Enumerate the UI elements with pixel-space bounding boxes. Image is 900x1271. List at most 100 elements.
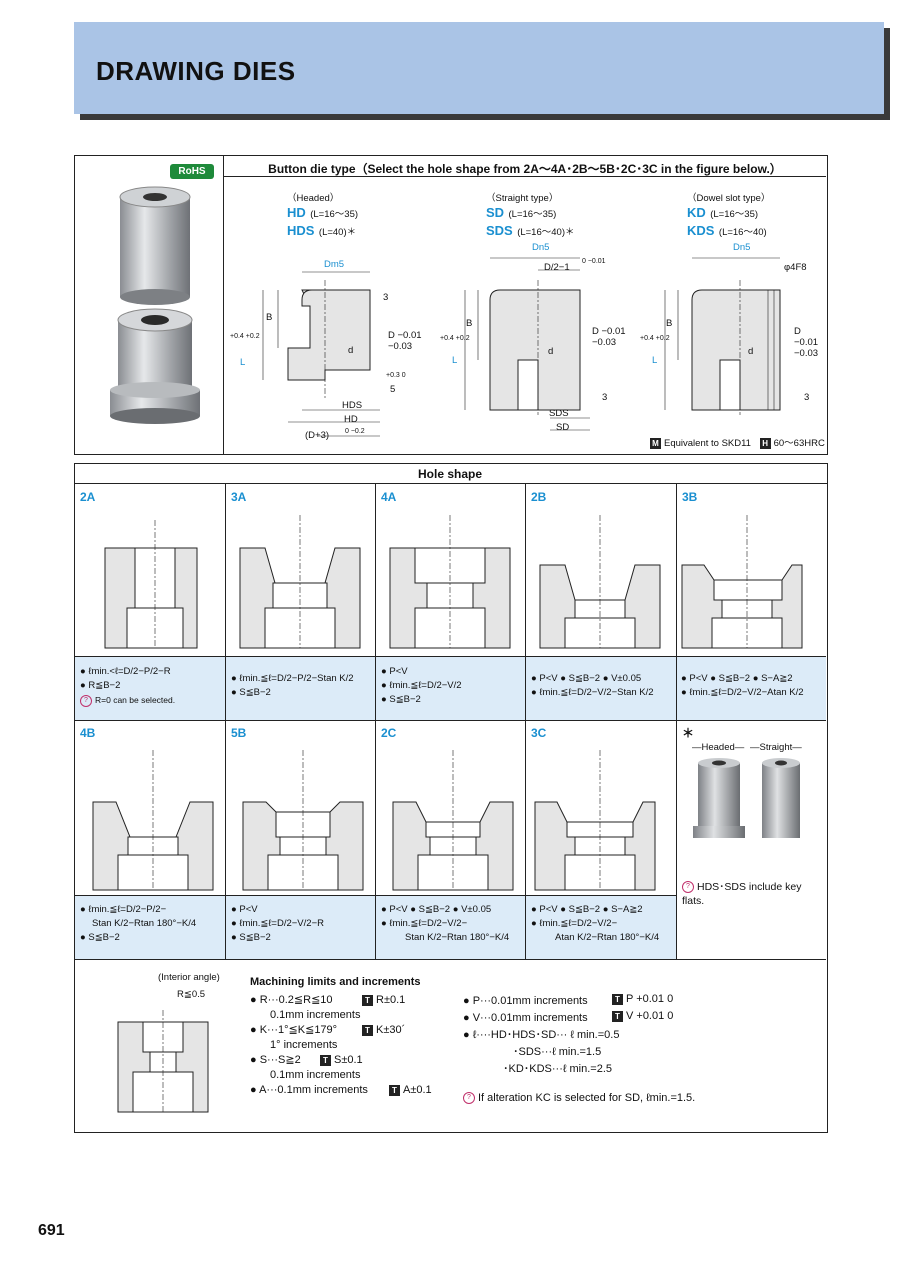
interior-angle-label: (Interior angle) [158,972,220,983]
machining-k: ● K···1°≦K≦179° [250,1024,338,1036]
kd-drawing [664,257,781,415]
type-kd-label: （Dowel slot type） [687,193,771,204]
shape-5b-id: 5B [231,726,247,740]
hd-ltol: +0.4 +0.2 [230,333,260,340]
kd-b: B [666,318,673,329]
shape-3c-notes: ● P<V ● S≦B−2 ● S−A≧2 ● ℓmin.≦ℓ=D/2−V/2−… [531,903,674,945]
shape-2b-note-1: ● P<V ● S≦B−2 ● V±0.05 [531,673,642,684]
type-hd: （Headed） HD (L=16～35) HDS (L=40)＊ [287,190,427,240]
shape-3a-note-1: ● ℓmin.≦ℓ=D/2−P/2−Stan K/2 [231,673,354,684]
machining-k-inc: 1° increments [270,1039,338,1051]
hd-b: B [266,312,273,323]
type-hds-code: HDS [287,223,315,238]
header-banner: DRAWING DIES [74,22,884,114]
sd-d: d [548,346,554,357]
machining-a: ● A···0.1mm increments [250,1084,368,1096]
machining-title: Machining limits and increments [250,976,421,988]
sd-drawing [464,257,590,431]
shape-2b-id: 2B [531,490,547,504]
shape-2c-note-1: ● P<V ● S≦B−2 ● V±0.05 [381,904,492,915]
pin-icon: ? [80,694,92,707]
shape-3a-drawing [239,515,361,649]
shape-4a-notes: ● P<V ● ℓmin.≦ℓ=D/2−V/2 ● S≦B−2 [381,665,523,707]
hd-dtol: D −0.01 −0.03 [388,330,422,352]
shape-2a-notes: ● ℓmin.<ℓ=D/2−P/2−R ● R≦B−2 ?R=0 can be … [80,665,222,707]
type-kd-code: KD [687,205,706,220]
shape-2a-drawing [104,520,198,649]
hole-caption-divider [74,483,827,484]
shape-2c-note-2: ● ℓmin.≦ℓ=D/2−V/2− [381,918,468,929]
hd-drawing [262,271,380,437]
shape-4b-note-1: ● ℓmin.≦ℓ=D/2−P/2− [80,904,167,915]
hardness-text: 60～63HRC [773,438,825,449]
shape-5b-notes: ● P<V ● ℓmin.≦ℓ=D/2−V/2−R ● S≦B−2 [231,903,373,945]
shape-4a-drawing [389,515,511,649]
headed-label: —Headed— [692,742,745,753]
type-kds-range: (L=16～40) [718,227,767,238]
machining-l: ● ℓ····HD･HDS･SD··· ℓ min.=0.5 [463,1029,620,1041]
machining-left: ● R···0.2≦R≦10 0.1mm increments ● K···1°… [250,993,368,1098]
shape-3b-drawing [681,515,803,649]
t-badge-icon: T [320,1054,331,1066]
rohs-badge: RoHS [170,164,214,179]
hd-dm5: Dm5 [324,259,345,270]
shape-2b-notes: ● P<V ● S≦B−2 ● V±0.05 ● ℓmin.≦ℓ=D/2−V/2… [531,672,674,700]
shape-4b-notes: ● ℓmin.≦ℓ=D/2−P/2− Stan K/2−Rtan 180°−K/… [80,903,222,945]
machining-p: ● P···0.01mm increments [463,995,588,1007]
shape-4b-note-2: Stan K/2−Rtan 180°−K/4 [92,918,197,929]
button-die-caption: Button die type（Select the hole shape fr… [268,162,782,176]
hds-sds-note: ?HDS･SDS include key flats. [682,880,822,908]
kd-f4: φ4F8 [784,262,807,273]
type-hds-range: (L=40)＊ [318,227,357,238]
hd-l: L [240,357,246,368]
type-hd-code: HD [287,205,306,220]
sd-sd: SD [556,422,570,433]
type-sd-range: (L=16～35) [508,209,557,220]
shape-2a-note-2: ● R≦B−2 [80,680,121,691]
sd-l: L [452,355,458,366]
type-hd-range: (L=16～35) [310,209,359,220]
shape-4a-id: 4A [381,490,397,504]
type-sd-label: （Straight type） [486,193,559,204]
photo-divider [223,155,224,454]
sd-d2: D/2−1 [544,262,570,273]
type-sds-code: SDS [486,223,513,238]
machining-right: ● P···0.01mm increments ● V···0.01mm inc… [463,993,619,1078]
kd-ltol: +0.4 +0.2 [640,335,670,342]
machining-v: ● V···0.01mm increments [463,1012,588,1024]
type-sd-code: SD [486,205,505,220]
sd-dn5: Dn5 [532,242,550,253]
r-limit-label: R≦0.5 [177,989,206,1000]
shape-3b-notes: ● P<V ● S≦B−2 ● S−A≧2 ● ℓmin.≦ℓ=D/2−V/2−… [681,672,824,700]
hd-d3tol: 0 −0.2 [345,428,365,435]
t-badge-icon: T [362,994,373,1006]
page-title: DRAWING DIES [96,56,296,86]
alteration-note: ?If alteration KC is selected for SD, ℓm… [463,1092,695,1105]
sd-three: 3 [602,392,608,403]
h-badge: H [759,437,771,449]
shape-3c-note-1: ● P<V ● S≦B−2 ● S−A≧2 [531,904,643,915]
shape-3a-note-2: ● S≦B−2 [231,687,271,698]
pin-icon: ? [682,881,694,894]
shape-2b-note-2: ● ℓmin.≦ℓ=D/2−V/2−Stan K/2 [531,687,654,698]
shape-5b-note-3: ● S≦B−2 [231,932,271,943]
sd-sds: SDS [549,408,569,419]
type-sd: （Straight type） SD (L=16～35) SDS (L=16～4… [486,190,626,240]
button-die-photo [110,186,200,424]
shape-2a-note-1: ● ℓmin.<ℓ=D/2−P/2−R [80,666,171,677]
straight-label: —Straight— [750,742,802,753]
shape-3c-id: 3C [531,726,547,740]
shape-4a-note-2: ● ℓmin.≦ℓ=D/2−V/2 [381,680,462,691]
t-badge-icon: T [612,1010,623,1022]
sd-b: B [466,318,473,329]
hd-fivetol: +0.3 0 [386,372,406,379]
shape-2a-id: 2A [80,490,96,504]
shape-5b-drawing [242,750,364,891]
shape-5b-note-1: ● P<V [231,904,258,915]
shape-3a-id: 3A [231,490,247,504]
shape-3c-note-2: ● ℓmin.≦ℓ=D/2−V/2− [531,918,618,929]
hd-d: d [348,345,354,356]
t-badge-icon: T [389,1084,400,1096]
machining-s: ● S···S≧2 [250,1054,301,1066]
